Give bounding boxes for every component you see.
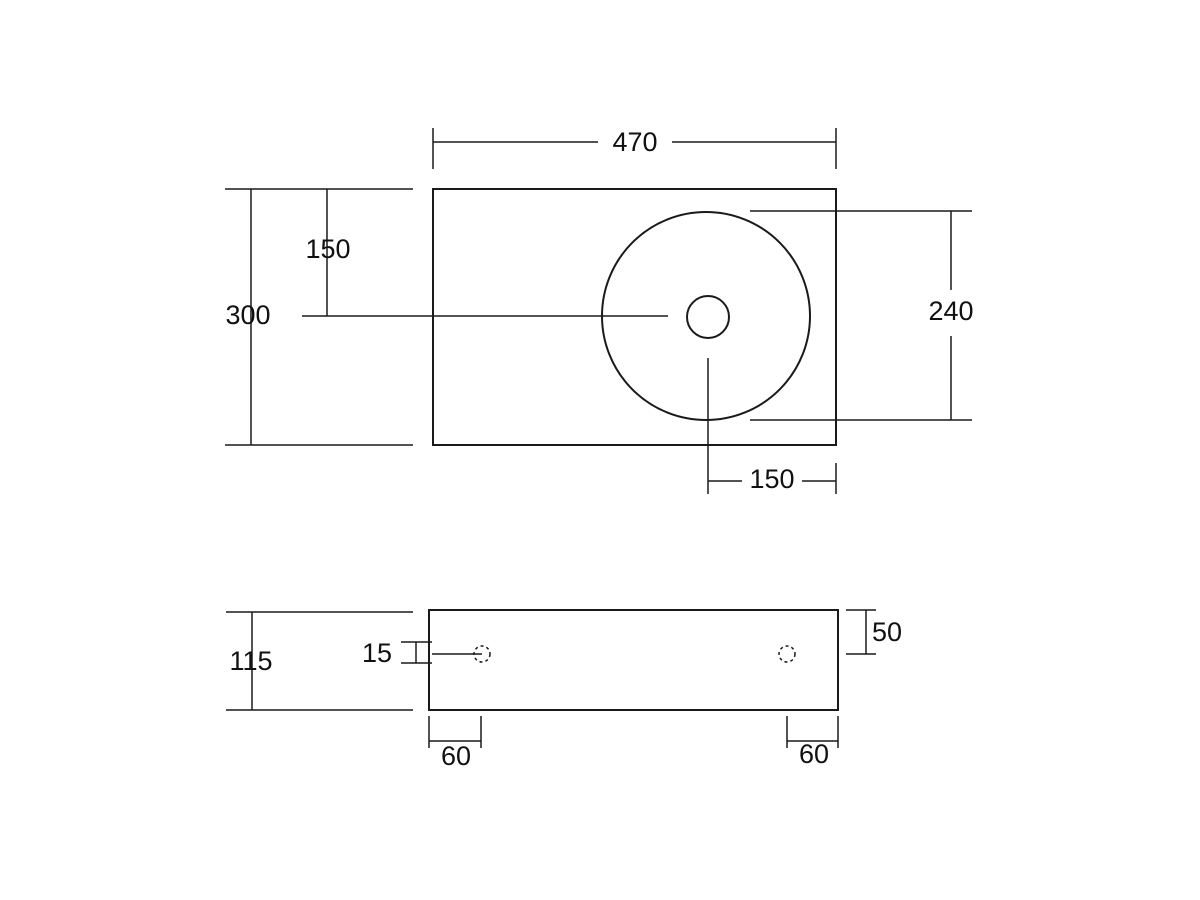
dim-bowl-center-from-back-label: 150: [305, 234, 350, 264]
top-view: 470 300 150 240 150: [225, 127, 974, 494]
dim-bowl-center-from-back: 150: [302, 189, 668, 317]
dim-bowl-center-from-right-label: 150: [749, 464, 794, 494]
dim-overall-width: 470: [432, 127, 837, 169]
dim-left-hole-from-edge: 60: [428, 716, 482, 771]
dim-fixing-hole-diameter: 15: [362, 638, 482, 668]
basin-top-outline: [432, 188, 837, 446]
dim-left-hole-from-edge-label: 60: [441, 741, 471, 771]
dim-overall-depth: 300: [225, 188, 413, 446]
dim-bowl-diameter-label: 240: [928, 296, 973, 326]
dim-overall-height: 115: [226, 611, 413, 711]
dim-overall-height-label: 115: [229, 646, 272, 676]
dim-overall-depth-label: 300: [225, 300, 270, 330]
dim-fixing-hole-from-top-label: 50: [872, 617, 902, 647]
front-view: 115 15 50 60 60: [226, 609, 902, 771]
drain-hole: [686, 295, 730, 339]
right-fixing-hole: [778, 645, 796, 663]
basin-front-outline: [428, 609, 839, 711]
dim-right-hole-from-edge: 60: [786, 716, 839, 769]
dim-bowl-center-from-right: 150: [707, 358, 837, 494]
dim-fixing-hole-diameter-label: 15: [362, 638, 392, 668]
dim-right-hole-from-edge-label: 60: [799, 739, 829, 769]
dim-fixing-hole-from-top: 50: [846, 609, 902, 655]
dim-bowl-diameter: 240: [750, 210, 974, 421]
dim-overall-width-label: 470: [612, 127, 657, 157]
